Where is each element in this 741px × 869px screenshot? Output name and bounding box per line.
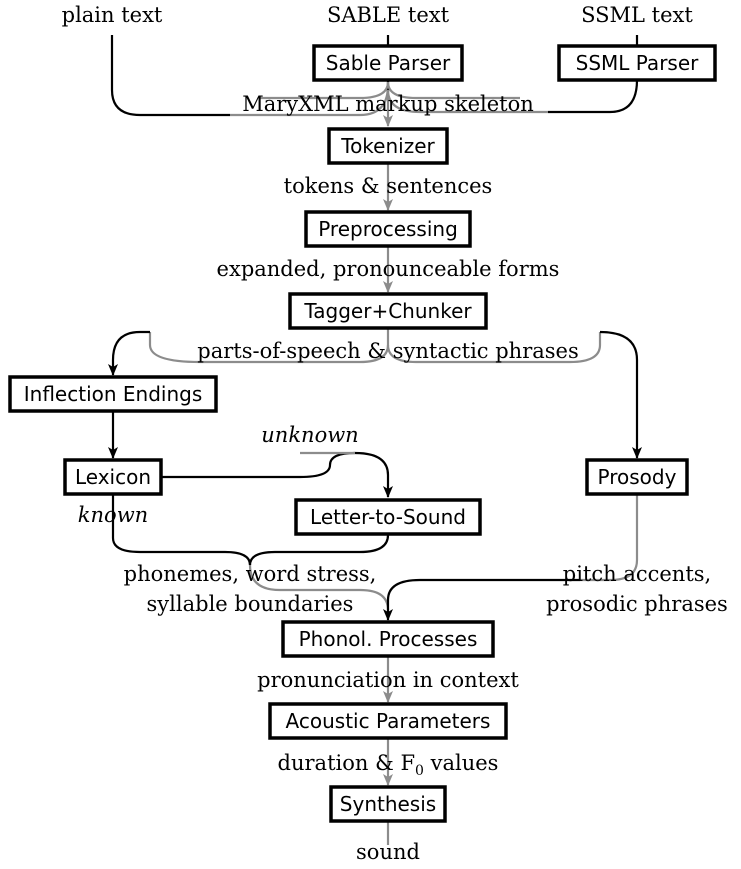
module-phonol-processes-label: Phonol. Processes <box>299 627 478 651</box>
label-pronunciation-context: pronunciation in context <box>257 668 519 692</box>
edge-ssml-merge-gray <box>386 89 548 114</box>
module-sable-parser: Sable Parser <box>312 44 464 82</box>
module-acoustic-parameters: Acoustic Parameters <box>268 702 508 740</box>
label-pos-phrases: parts-of-speech & syntactic phrases <box>197 339 578 363</box>
module-letter-to-sound-label: Letter-to-Sound <box>310 505 466 529</box>
module-tagger-chunker-label: Tagger+Chunker <box>303 299 472 323</box>
edge-lexicon-known-down <box>111 495 252 566</box>
module-lexicon: Lexicon <box>63 458 163 496</box>
edge-lexicon-to-lts-end <box>354 451 393 498</box>
label-pitch-line1: pitch accents, <box>563 562 711 586</box>
module-tagger-chunker: Tagger+Chunker <box>288 292 488 330</box>
label-duration-f0: duration & F0 values <box>278 751 499 779</box>
module-preprocessing: Preprocessing <box>304 210 472 248</box>
label-expanded-forms: expanded, pronounceable forms <box>217 257 560 281</box>
label-maryxml-skeleton: MaryXML markup skeleton <box>242 92 534 116</box>
edge-tagger-to-prosody-gray <box>386 332 602 364</box>
module-phonol-processes: Phonol. Processes <box>281 620 495 658</box>
module-inflection-endings-label: Inflection Endings <box>24 382 203 406</box>
module-prosody-label: Prosody <box>598 465 677 489</box>
module-sable-parser-label: Sable Parser <box>326 51 451 75</box>
module-prosody: Prosody <box>585 458 689 496</box>
label-sound: sound <box>356 840 420 864</box>
label-tokens-sentences: tokens & sentences <box>284 174 493 198</box>
module-ssml-parser: SSML Parser <box>557 44 717 82</box>
module-lexicon-label: Lexicon <box>75 465 151 489</box>
edge-prosody-down-black <box>383 578 580 621</box>
edge-tagger-to-inflection-gray <box>148 329 390 364</box>
input-sable-text: SABLE text <box>327 3 450 27</box>
edge-tagger-to-prosody-black <box>599 330 642 459</box>
module-ssml-parser-label: SSML Parser <box>576 51 700 75</box>
label-pitch-line2: prosodic phrases <box>546 592 728 616</box>
edge-sable-arc-right <box>386 81 520 100</box>
edge-prosody-down-gray <box>580 495 639 582</box>
module-tokenizer: Tokenizer <box>327 127 449 165</box>
module-letter-to-sound: Letter-to-Sound <box>294 498 482 536</box>
edge-merge-to-phonol-gray <box>248 564 390 611</box>
module-synthesis: Synthesis <box>329 785 447 823</box>
input-ssml-text: SSML text <box>581 3 693 27</box>
label-unknown: unknown <box>261 423 358 447</box>
label-phonemes-line2: syllable boundaries <box>147 592 354 616</box>
edge-lexicon-to-lts-black <box>160 451 356 479</box>
module-acoustic-parameters-label: Acoustic Parameters <box>286 709 491 733</box>
label-known: known <box>78 503 148 527</box>
edge-tagger-to-inflection-black <box>108 330 150 376</box>
input-plain-text: plain text <box>62 3 163 27</box>
module-synthesis-label: Synthesis <box>340 792 436 816</box>
edge-plain-to-merge <box>110 35 230 117</box>
module-inflection-endings: Inflection Endings <box>8 375 218 413</box>
module-preprocessing-label: Preprocessing <box>318 217 458 241</box>
label-phonemes-line1: phonemes, word stress, <box>124 562 377 586</box>
module-tokenizer-label: Tokenizer <box>340 134 435 158</box>
edge-lts-down <box>248 534 390 566</box>
edge-ssml-parser-to-merge <box>548 79 639 114</box>
